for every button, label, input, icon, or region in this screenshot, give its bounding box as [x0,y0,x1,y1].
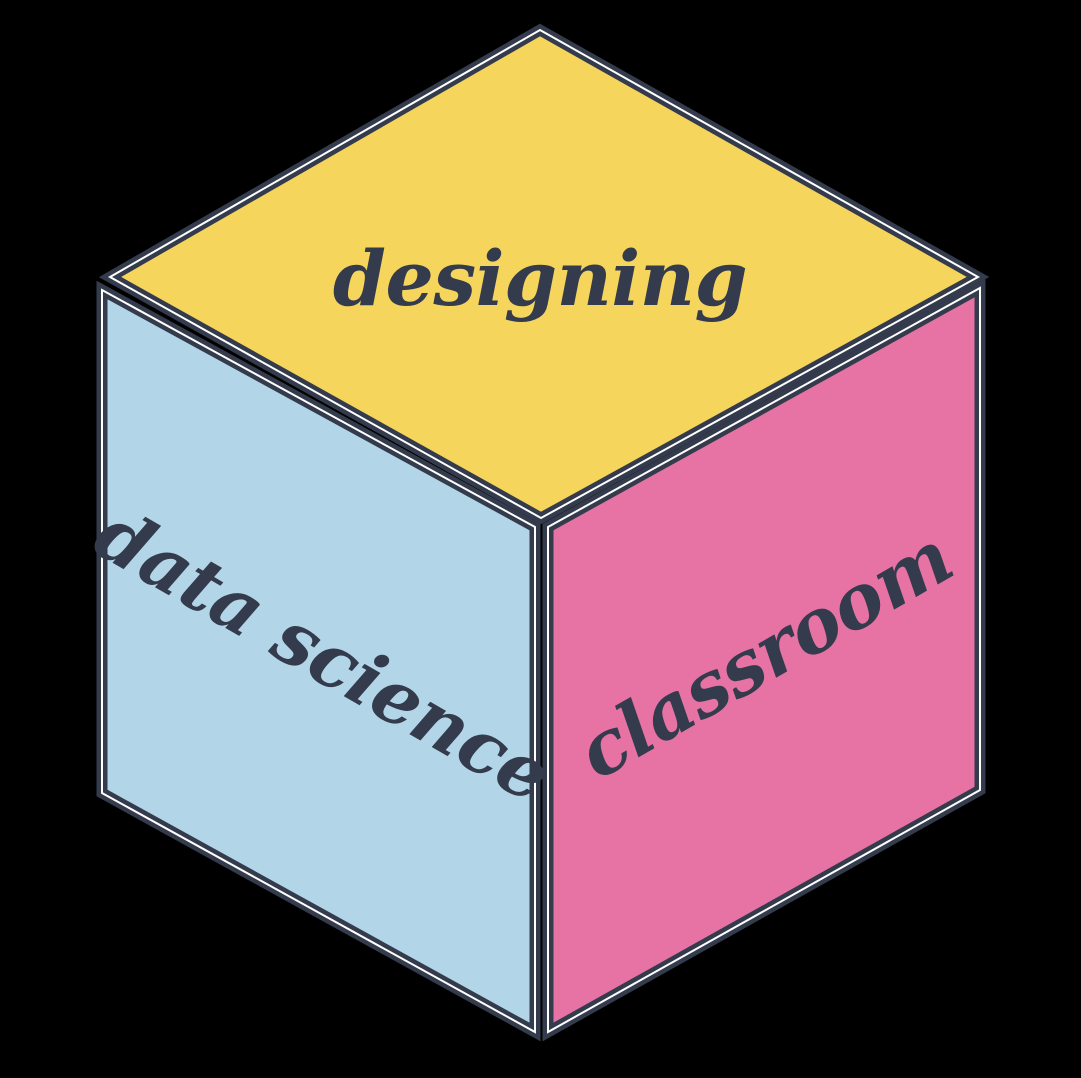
left-face-group[interactable]: data science [81,280,565,1042]
right-face-group[interactable]: classroom [542,278,986,1042]
right-face-inner-highlight [547,286,981,1034]
top-face-label: designing [333,234,747,323]
top-face-inner-highlight [107,28,981,520]
top-face-group[interactable]: designing [98,23,990,525]
left-face-inner-highlight [101,288,536,1034]
